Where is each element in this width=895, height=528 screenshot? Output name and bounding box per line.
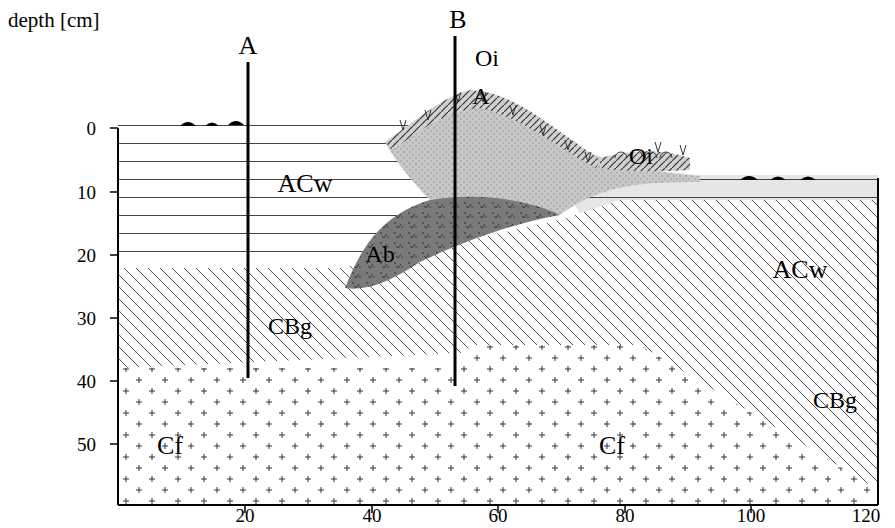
horizon-label: Oi: [629, 144, 653, 168]
horizon-label: Oi: [475, 46, 499, 70]
tick-label: 20: [236, 506, 255, 525]
horizon-label: CBg: [813, 388, 857, 412]
tick-label: 120: [852, 506, 881, 525]
tick-label: 80: [616, 506, 635, 525]
tick-label: 10: [77, 183, 96, 202]
axis-title: depth [cm]: [8, 10, 100, 31]
tick-label: 40: [77, 372, 96, 391]
tick-label: 100: [737, 506, 766, 525]
horizon-label: ACw: [773, 257, 828, 283]
horizon-label: ACw: [278, 171, 333, 197]
tick-label: 0: [87, 119, 97, 138]
horizon-label: CBg: [268, 314, 312, 338]
profile-name: B: [449, 7, 466, 33]
profile-name: A: [239, 33, 258, 59]
tick-label: 50: [77, 435, 96, 454]
tick-label: 20: [77, 246, 96, 265]
tick-label: 60: [489, 506, 508, 525]
horizon-label: A: [472, 84, 489, 108]
horizon-label: Cf: [599, 433, 625, 459]
tick-label: 30: [77, 309, 96, 328]
horizon-label: Cf: [157, 433, 183, 459]
tick-label: 40: [363, 506, 382, 525]
horizon-label: Ab: [365, 242, 394, 266]
